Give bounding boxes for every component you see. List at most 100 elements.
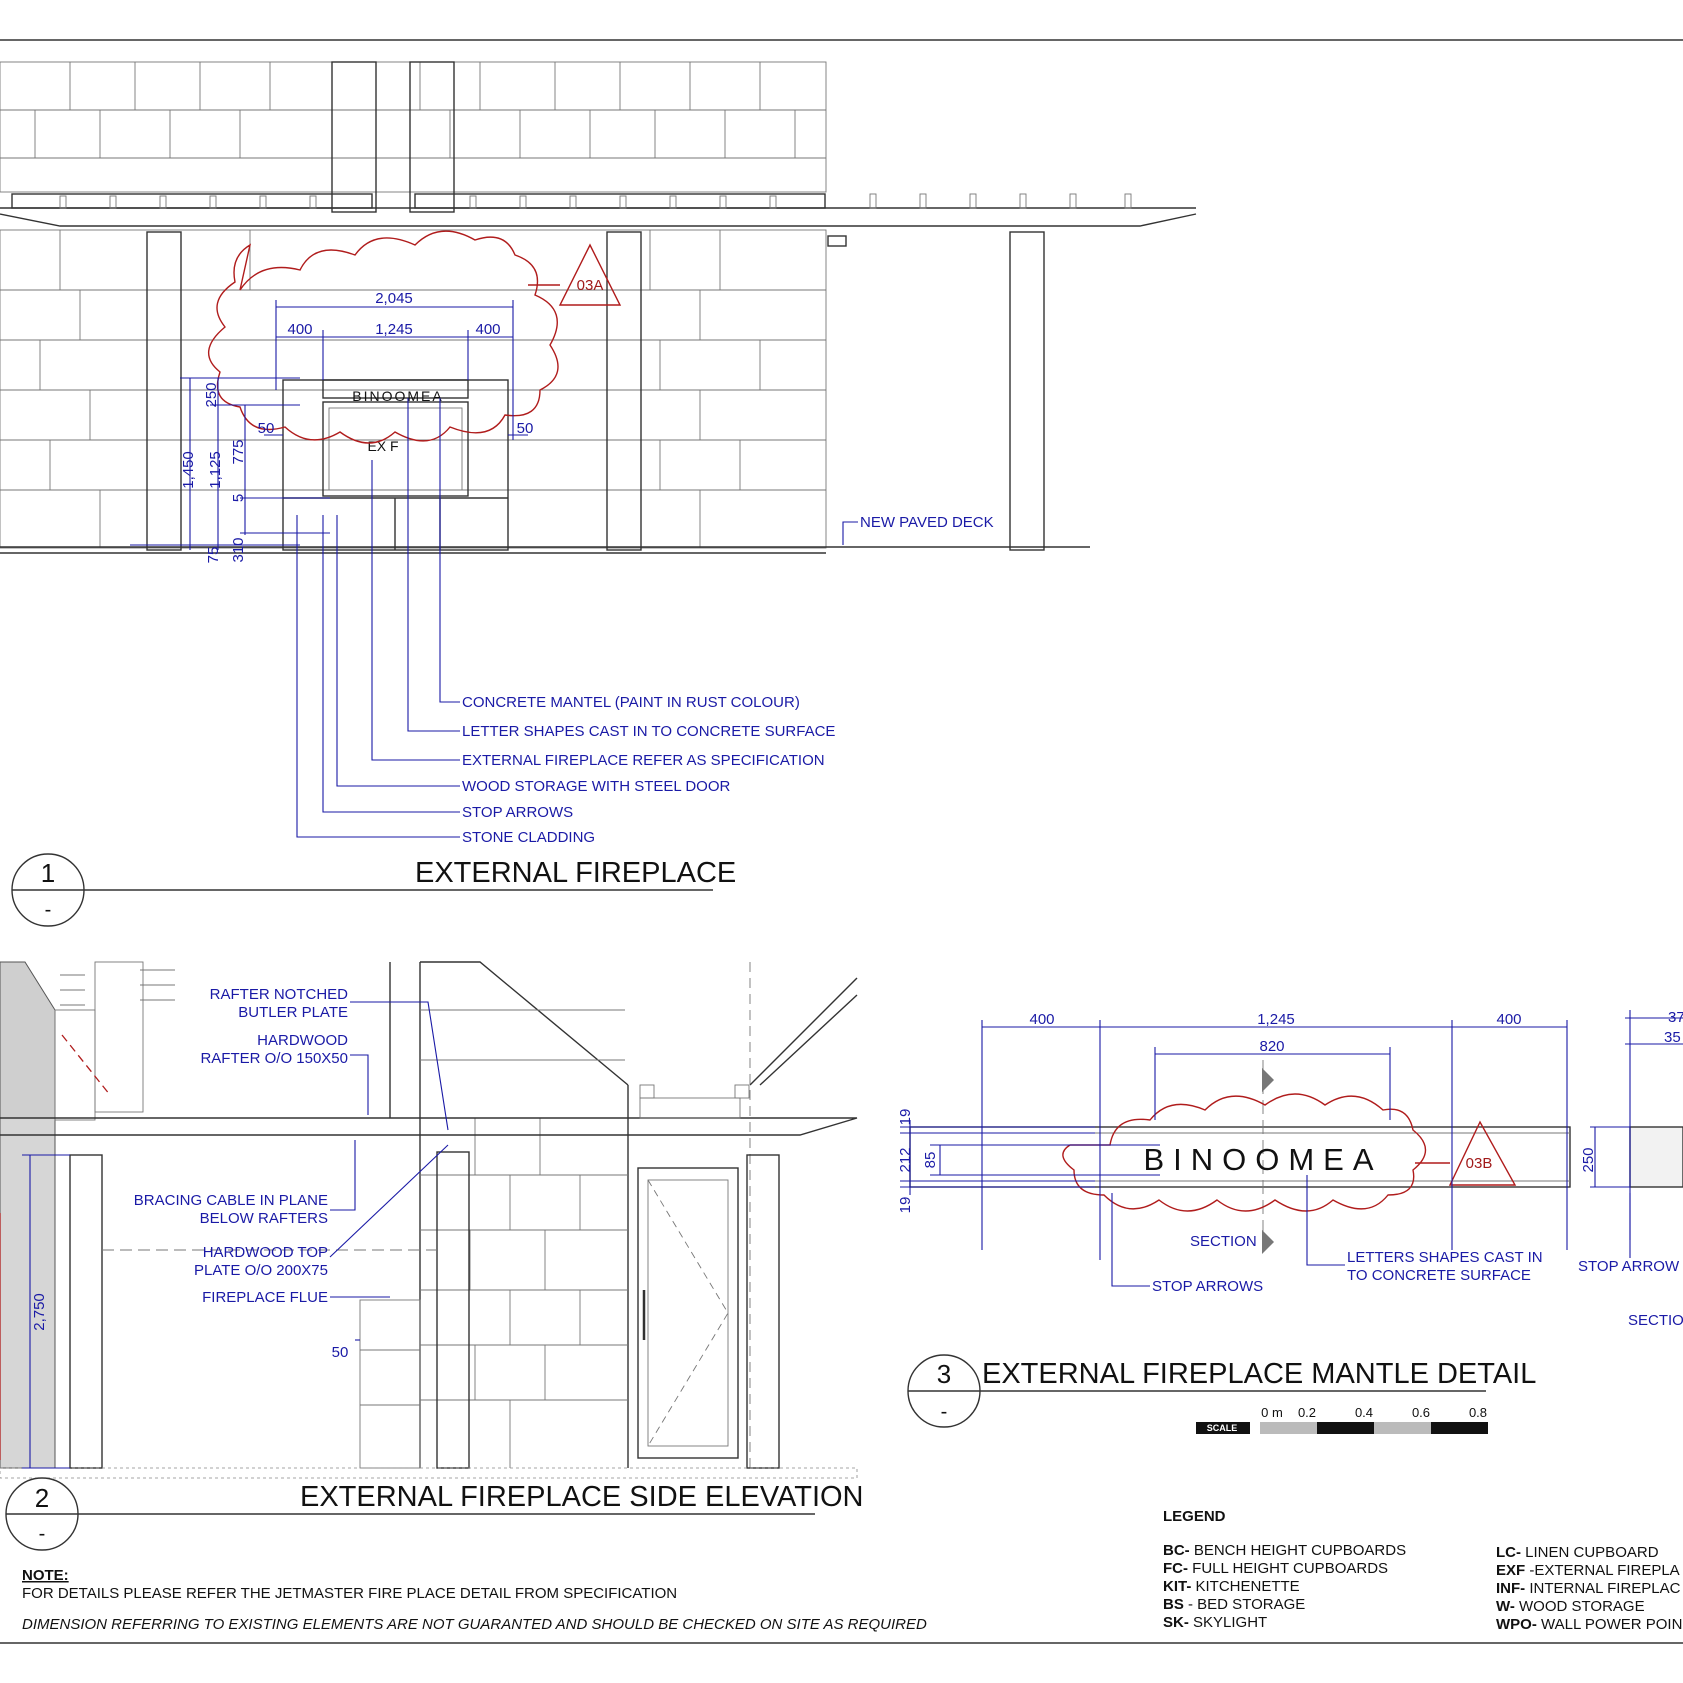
legend-item-w: W- WOOD STORAGE <box>1496 1598 1645 1615</box>
view-3-mantle-detail: BINOOMEA 03B 400 1,245 400 820 37 35 <box>897 1009 1683 1434</box>
pergola-beam <box>0 193 1197 227</box>
dim-mantle-19-bottom: 19 <box>897 1197 914 1214</box>
post-left <box>146 231 182 551</box>
dim-section-250: 250 <box>1580 1147 1597 1172</box>
scale-tick-1: 0.2 <box>1298 1405 1316 1420</box>
label-rafter-notched-1: RAFTER NOTCHED <box>210 986 349 1003</box>
revision-cloud-03a <box>208 230 559 444</box>
legend-block: LEGEND BC- BENCH HEIGHT CUPBOARDS FC- FU… <box>1163 1508 1682 1633</box>
dim-overall-width: 2,045 <box>375 290 413 307</box>
side-post-center <box>436 1151 470 1469</box>
view2-sheet: - <box>39 1523 46 1545</box>
legend-item-bs: BS - BED STORAGE <box>1163 1596 1305 1613</box>
callout-stop-arrows: STOP ARROWS <box>462 804 573 821</box>
scale-tick-3: 0.6 <box>1412 1405 1430 1420</box>
legend-item-exf: EXF -EXTERNAL FIREPLA <box>1496 1562 1680 1579</box>
dim-mantle-letters: 820 <box>1259 1038 1284 1055</box>
label-bracing-1: BRACING CABLE IN PLANE <box>134 1192 328 1209</box>
section-box <box>1629 1126 1683 1188</box>
view3-leaders <box>1111 1175 1631 1287</box>
beam-end-bracket <box>827 235 847 247</box>
view2-number: 2 <box>35 1483 49 1513</box>
deck-leader <box>842 521 858 545</box>
side-post-right <box>746 1154 780 1469</box>
dim-gap-right: 50 <box>517 420 534 437</box>
label-letters-shapes-1: LETTERS SHAPES CAST IN <box>1347 1249 1543 1266</box>
legend-item-sk: SK- SKYLIGHT <box>1163 1614 1267 1631</box>
post-center <box>606 231 642 551</box>
stone-wall-upper <box>0 61 827 213</box>
callout-external-fireplace: EXTERNAL FIREPLACE REFER AS SPECIFICATIO… <box>462 752 825 769</box>
scale-tick-0: 0 m <box>1261 1405 1283 1420</box>
view-2-side-elevation: 2,750 50 RAFTER NOTCHED BUTLER PLATE HAR… <box>0 961 864 1551</box>
dim-side-right: 400 <box>475 321 500 338</box>
callout-concrete-mantel: CONCRETE MANTEL (PAINT IN RUST COLOUR) <box>462 694 800 711</box>
dim-mantle-19-top: 19 <box>897 1109 914 1126</box>
view1-sheet: - <box>45 899 52 921</box>
scale-bar: SCALE 0 m 0.2 0.4 0.6 0.8 <box>1196 1405 1488 1434</box>
dim-mantle-side-left: 400 <box>1029 1011 1054 1028</box>
label-mantle-stop-arrows: STOP ARROWS <box>1152 1278 1263 1295</box>
dim-height-5: 5 <box>230 494 247 502</box>
view1-brand-text: BINOOMEA <box>352 388 443 404</box>
dim-height-1450: 1,450 <box>180 451 197 489</box>
dim-mantle-212: 212 <box>897 1147 914 1172</box>
view3-sheet: - <box>941 1401 948 1423</box>
side-door <box>637 1167 739 1459</box>
side-pergola-beam <box>0 1084 858 1136</box>
dim-gap-left: 50 <box>258 420 275 437</box>
view2-title: EXTERNAL FIREPLACE SIDE ELEVATION <box>300 1481 864 1513</box>
legend-item-kit: KIT- KITCHENETTE <box>1163 1578 1300 1595</box>
dim-height-75: 75 <box>205 547 222 564</box>
notes-heading: NOTE: <box>22 1567 69 1584</box>
legend-item-inf: INF- INTERNAL FIREPLAC <box>1496 1580 1681 1597</box>
revision-tag-03a: 03A <box>577 277 604 294</box>
side-ground <box>0 1467 858 1479</box>
dim-side-height: 2,750 <box>31 1293 48 1331</box>
view2-leaders <box>329 1001 449 1298</box>
fireplace-body <box>282 379 509 551</box>
deck-label: NEW PAVED DECK <box>860 514 994 531</box>
legend-item-fc: FC- FULL HEIGHT CUPBOARDS <box>1163 1560 1388 1577</box>
revision-tag-03b: 03B <box>1466 1155 1493 1172</box>
dim-height-250: 250 <box>203 382 220 407</box>
notes-block: NOTE: FOR DETAILS PLEASE REFER THE JETMA… <box>22 1567 927 1633</box>
dim-side-left: 400 <box>287 321 312 338</box>
label-top-plate-1: HARDWOOD TOP <box>203 1244 328 1261</box>
label-section-right: SECTIO <box>1628 1312 1683 1329</box>
revision-cloud-03b <box>1062 1093 1427 1212</box>
view3-horizontal-dims <box>981 1010 1683 1260</box>
view3-brand-text: BINOOMEA <box>1143 1142 1382 1177</box>
view3-title: EXTERNAL FIREPLACE MANTLE DETAIL <box>982 1358 1536 1390</box>
label-bracing-2: BELOW RAFTERS <box>200 1210 328 1227</box>
post-right <box>1009 231 1045 551</box>
label-rafter-notched-2: BUTLER PLATE <box>238 1004 348 1021</box>
side-post-left <box>69 1154 103 1469</box>
adjacent-house-shade <box>0 961 56 1119</box>
section-arrow-bottom <box>1262 1230 1274 1254</box>
dim-section-37: 37 <box>1668 1009 1683 1026</box>
callout-letter-shapes: LETTER SHAPES CAST IN TO CONCRETE SURFAC… <box>462 723 835 740</box>
notes-line-2: DIMENSION REFERRING TO EXISTING ELEMENTS… <box>22 1616 927 1633</box>
side-brick-wall <box>359 1009 628 1469</box>
label-fireplace-flue: FIREPLACE FLUE <box>202 1289 328 1306</box>
scale-tick-4: 0.8 <box>1469 1405 1487 1420</box>
view3-number: 3 <box>937 1359 951 1389</box>
legend-item-lc: LC- LINEN CUPBOARD <box>1496 1544 1659 1561</box>
view1-horizontal-dims <box>264 300 528 440</box>
view1-number: 1 <box>41 858 55 888</box>
label-top-plate-2: PLATE O/O 200X75 <box>194 1262 328 1279</box>
label-letters-shapes-2: TO CONCRETE SURFACE <box>1347 1267 1531 1284</box>
callout-wood-storage: WOOD STORAGE WITH STEEL DOOR <box>462 778 731 795</box>
label-section: SECTION <box>1190 1233 1257 1250</box>
view3-vertical-dims <box>900 1120 1630 1195</box>
revision-triangle-03a <box>558 243 622 306</box>
view1-title: EXTERNAL FIREPLACE <box>415 857 736 889</box>
section-arrow-top <box>1262 1068 1274 1092</box>
label-hardwood-rafter-1: HARDWOOD <box>257 1032 348 1049</box>
dim-mantle-side-right: 400 <box>1496 1011 1521 1028</box>
dim-height-775: 775 <box>230 439 247 464</box>
view1-vertical-dims <box>130 377 330 550</box>
label-stop-arrow-right: STOP ARROW <box>1578 1258 1680 1275</box>
